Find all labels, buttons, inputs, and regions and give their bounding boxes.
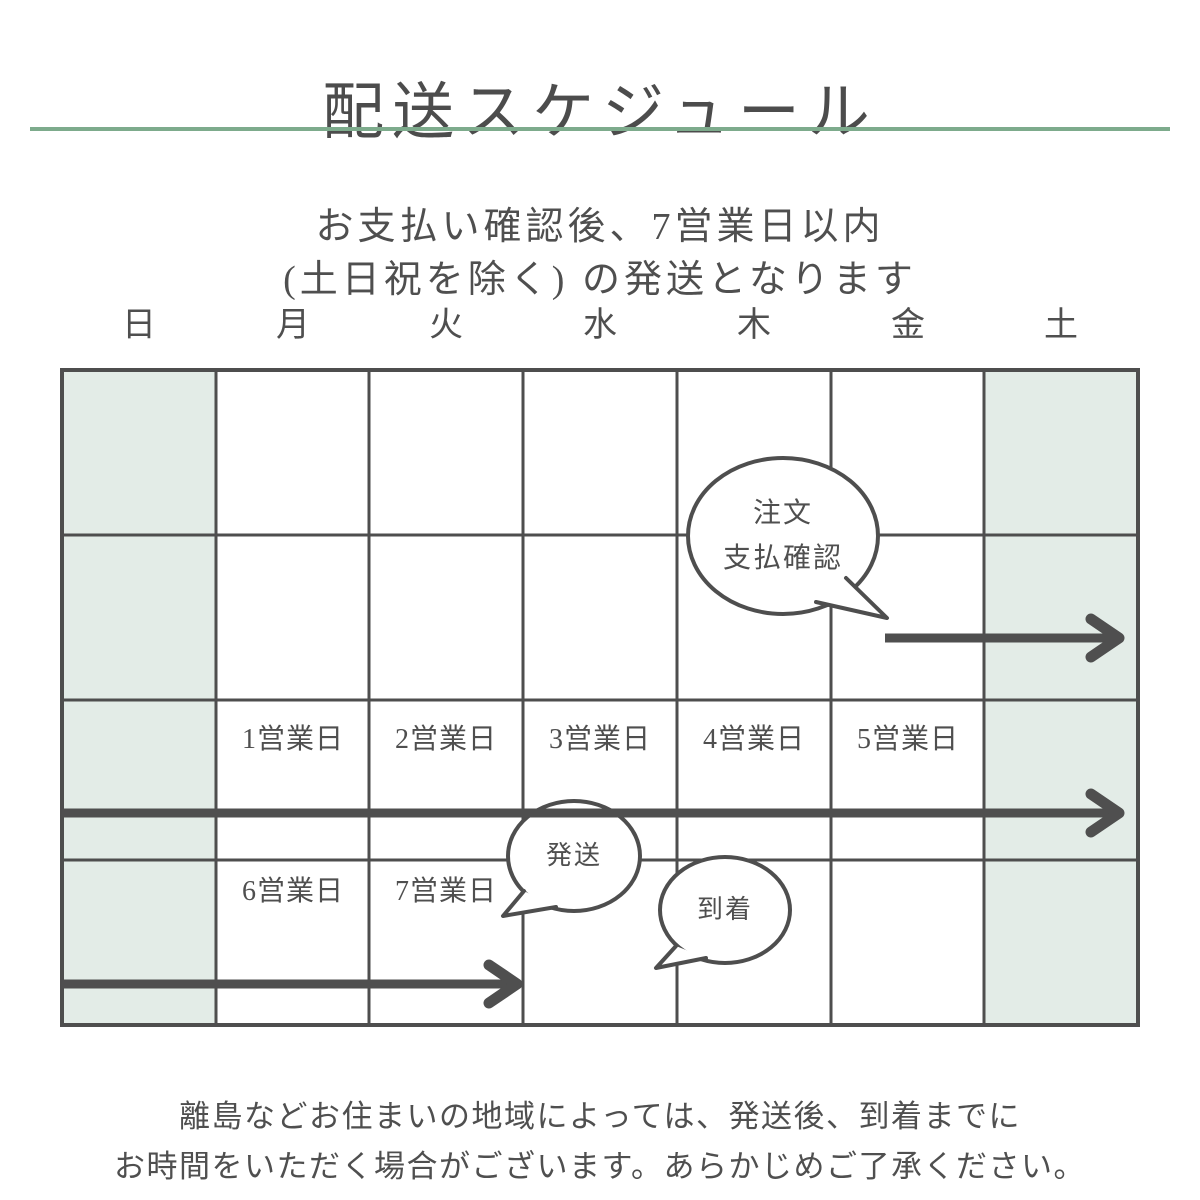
ship-bubble-tail: [501, 889, 558, 918]
day-header-wed: 水: [583, 306, 617, 344]
week1-arrow-head: [1085, 613, 1125, 663]
day-header-mon: 月: [276, 306, 310, 344]
ship-bubble-label: 発送: [545, 841, 602, 870]
day-header-tue: 火: [429, 306, 463, 344]
ship-bubble: [501, 799, 642, 918]
week1-continuation-arrow: [885, 613, 1125, 663]
subtitle: お支払い確認後、7営業日以内 (土日祝を除く) の発送となります: [0, 201, 1200, 307]
footer-line-2: お時間をいただく場合がございます。あらかじめご了承ください。: [114, 1149, 1086, 1184]
subtitle-line-2: (土日祝を除く) の発送となります: [283, 259, 917, 301]
week2-continuation-arrow: [62, 788, 1125, 838]
order-bubble-tail: [814, 576, 889, 620]
weekend-column-sunday: [62, 370, 216, 1025]
day-header-sun: 日: [122, 306, 156, 344]
business-day-label-7: 7営業日: [394, 876, 497, 907]
footer-note: 離島などお住まいの地域によっては、発送後、到着までに お時間をいただく場合がござ…: [0, 1092, 1200, 1192]
page-title: 配送スケジュール: [322, 78, 878, 147]
order-bubble: [686, 456, 889, 620]
business-day-label-6: 6営業日: [241, 876, 344, 907]
business-day-label-2: 2営業日: [394, 724, 497, 755]
order-bubble-line-2: 支払確認: [722, 543, 843, 574]
business-day-label-4: 4営業日: [702, 724, 805, 755]
subtitle-line-1: お支払い確認後、7営業日以内: [315, 206, 885, 248]
footer-line-1: 離島などお住まいの地域によっては、発送後、到着までに: [179, 1099, 1021, 1134]
arrive-bubble: [654, 855, 792, 970]
business-day-label-3: 3営業日: [548, 724, 651, 755]
weekend-column-saturday: [984, 370, 1138, 1025]
business-day-label-1: 1営業日: [241, 724, 344, 755]
calendar-grid-border: [60, 368, 1140, 1027]
week2-arrow-head: [1085, 788, 1125, 838]
arrive-bubble-ellipse: [658, 855, 792, 965]
order-bubble-line-1: 注文: [752, 498, 813, 529]
arrive-bubble-label: 到着: [696, 895, 753, 924]
week3-arrow-head: [483, 959, 523, 1009]
day-header-thu: 木: [737, 306, 771, 344]
day-header-fri: 金: [891, 306, 925, 344]
day-header-sat: 土: [1044, 306, 1078, 344]
ship-bubble-ellipse: [506, 799, 642, 913]
order-bubble-ellipse: [686, 456, 880, 616]
week3-shipping-arrow: [62, 959, 523, 1009]
business-day-label-5: 5営業日: [856, 724, 959, 755]
arrive-bubble-tail: [654, 944, 708, 970]
calendar-grid-lines: [62, 370, 1138, 1025]
title-divider: [30, 127, 1170, 131]
order-bubble-text: 注文 支払確認: [688, 491, 878, 581]
